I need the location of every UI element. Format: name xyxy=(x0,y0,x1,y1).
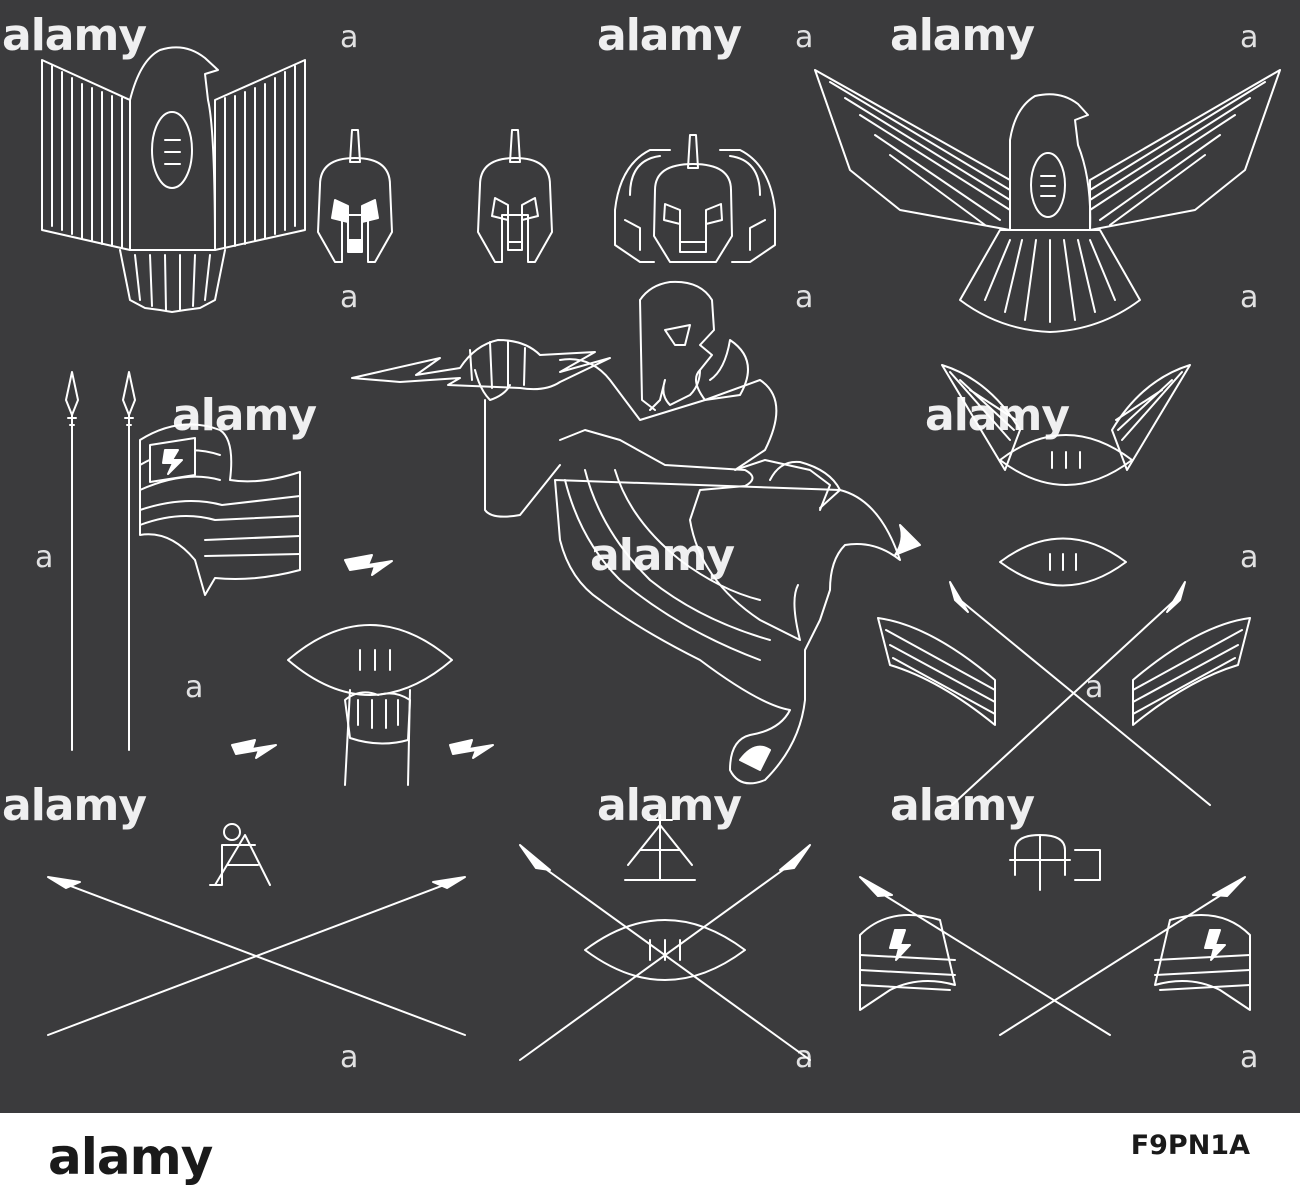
watermark: alamy xyxy=(590,530,735,581)
watermark: alamy xyxy=(2,10,147,61)
crossed-spears-icon xyxy=(949,581,1211,806)
lightning-bolt-icon xyxy=(231,554,494,759)
football-in-fist-icon xyxy=(287,624,453,786)
brand-logo: alamy xyxy=(48,1128,213,1186)
watermark: alamy xyxy=(890,10,1035,61)
wing-icon xyxy=(877,617,1251,726)
watermark-mark: a xyxy=(340,280,359,315)
spartan-helmet-icon xyxy=(317,129,393,263)
football-icon xyxy=(999,537,1127,587)
monogram-af-icon xyxy=(1009,834,1101,891)
football-icon xyxy=(584,919,746,981)
monogram-af-icon xyxy=(624,814,696,881)
watermark: alamy xyxy=(597,780,742,831)
watermark-mark: a xyxy=(1240,280,1259,315)
footer-bar xyxy=(0,1113,1300,1204)
monogram-af-icon xyxy=(209,823,271,886)
watermark: alamy xyxy=(890,780,1035,831)
watermark-mark: a xyxy=(1240,1040,1259,1075)
spear-icon xyxy=(65,371,136,751)
watermark-mark: a xyxy=(185,670,204,705)
watermark-mark: a xyxy=(795,20,814,55)
watermark: alamy xyxy=(597,10,742,61)
crossed-spears-icon xyxy=(47,876,466,1036)
watermark-mark: a xyxy=(1240,20,1259,55)
winged-football-icon xyxy=(941,364,1191,486)
spartan-helmet-front-icon xyxy=(477,129,553,263)
watermark-mark: a xyxy=(340,1040,359,1075)
watermark: alamy xyxy=(2,780,147,831)
spartan-helmet-trio-icon xyxy=(614,134,776,263)
watermark-mark: a xyxy=(1240,540,1259,575)
watermark-mark: a xyxy=(795,1040,814,1075)
watermark-mark: a xyxy=(795,280,814,315)
watermark: alamy xyxy=(925,390,1070,441)
artwork-canvas: alamy alamy alamy alamy alamy alamy alam… xyxy=(0,0,1300,1113)
watermark-mark: a xyxy=(340,20,359,55)
watermark-mark: a xyxy=(1085,670,1104,705)
flag-with-lightning-icon xyxy=(139,423,301,596)
zeus-warrior-throwing-football-icon xyxy=(351,280,921,785)
image-id: F9PN1A xyxy=(1130,1130,1250,1161)
eagle-emblem-right-icon xyxy=(814,69,1281,333)
watermark-mark: a xyxy=(35,540,54,575)
crossed-spears-icon xyxy=(859,876,1246,1036)
pennant-banner-icon xyxy=(859,914,1251,1011)
eagle-emblem-left-icon xyxy=(41,46,306,313)
crossed-spears-icon xyxy=(519,844,811,1061)
watermark: alamy xyxy=(172,390,317,441)
